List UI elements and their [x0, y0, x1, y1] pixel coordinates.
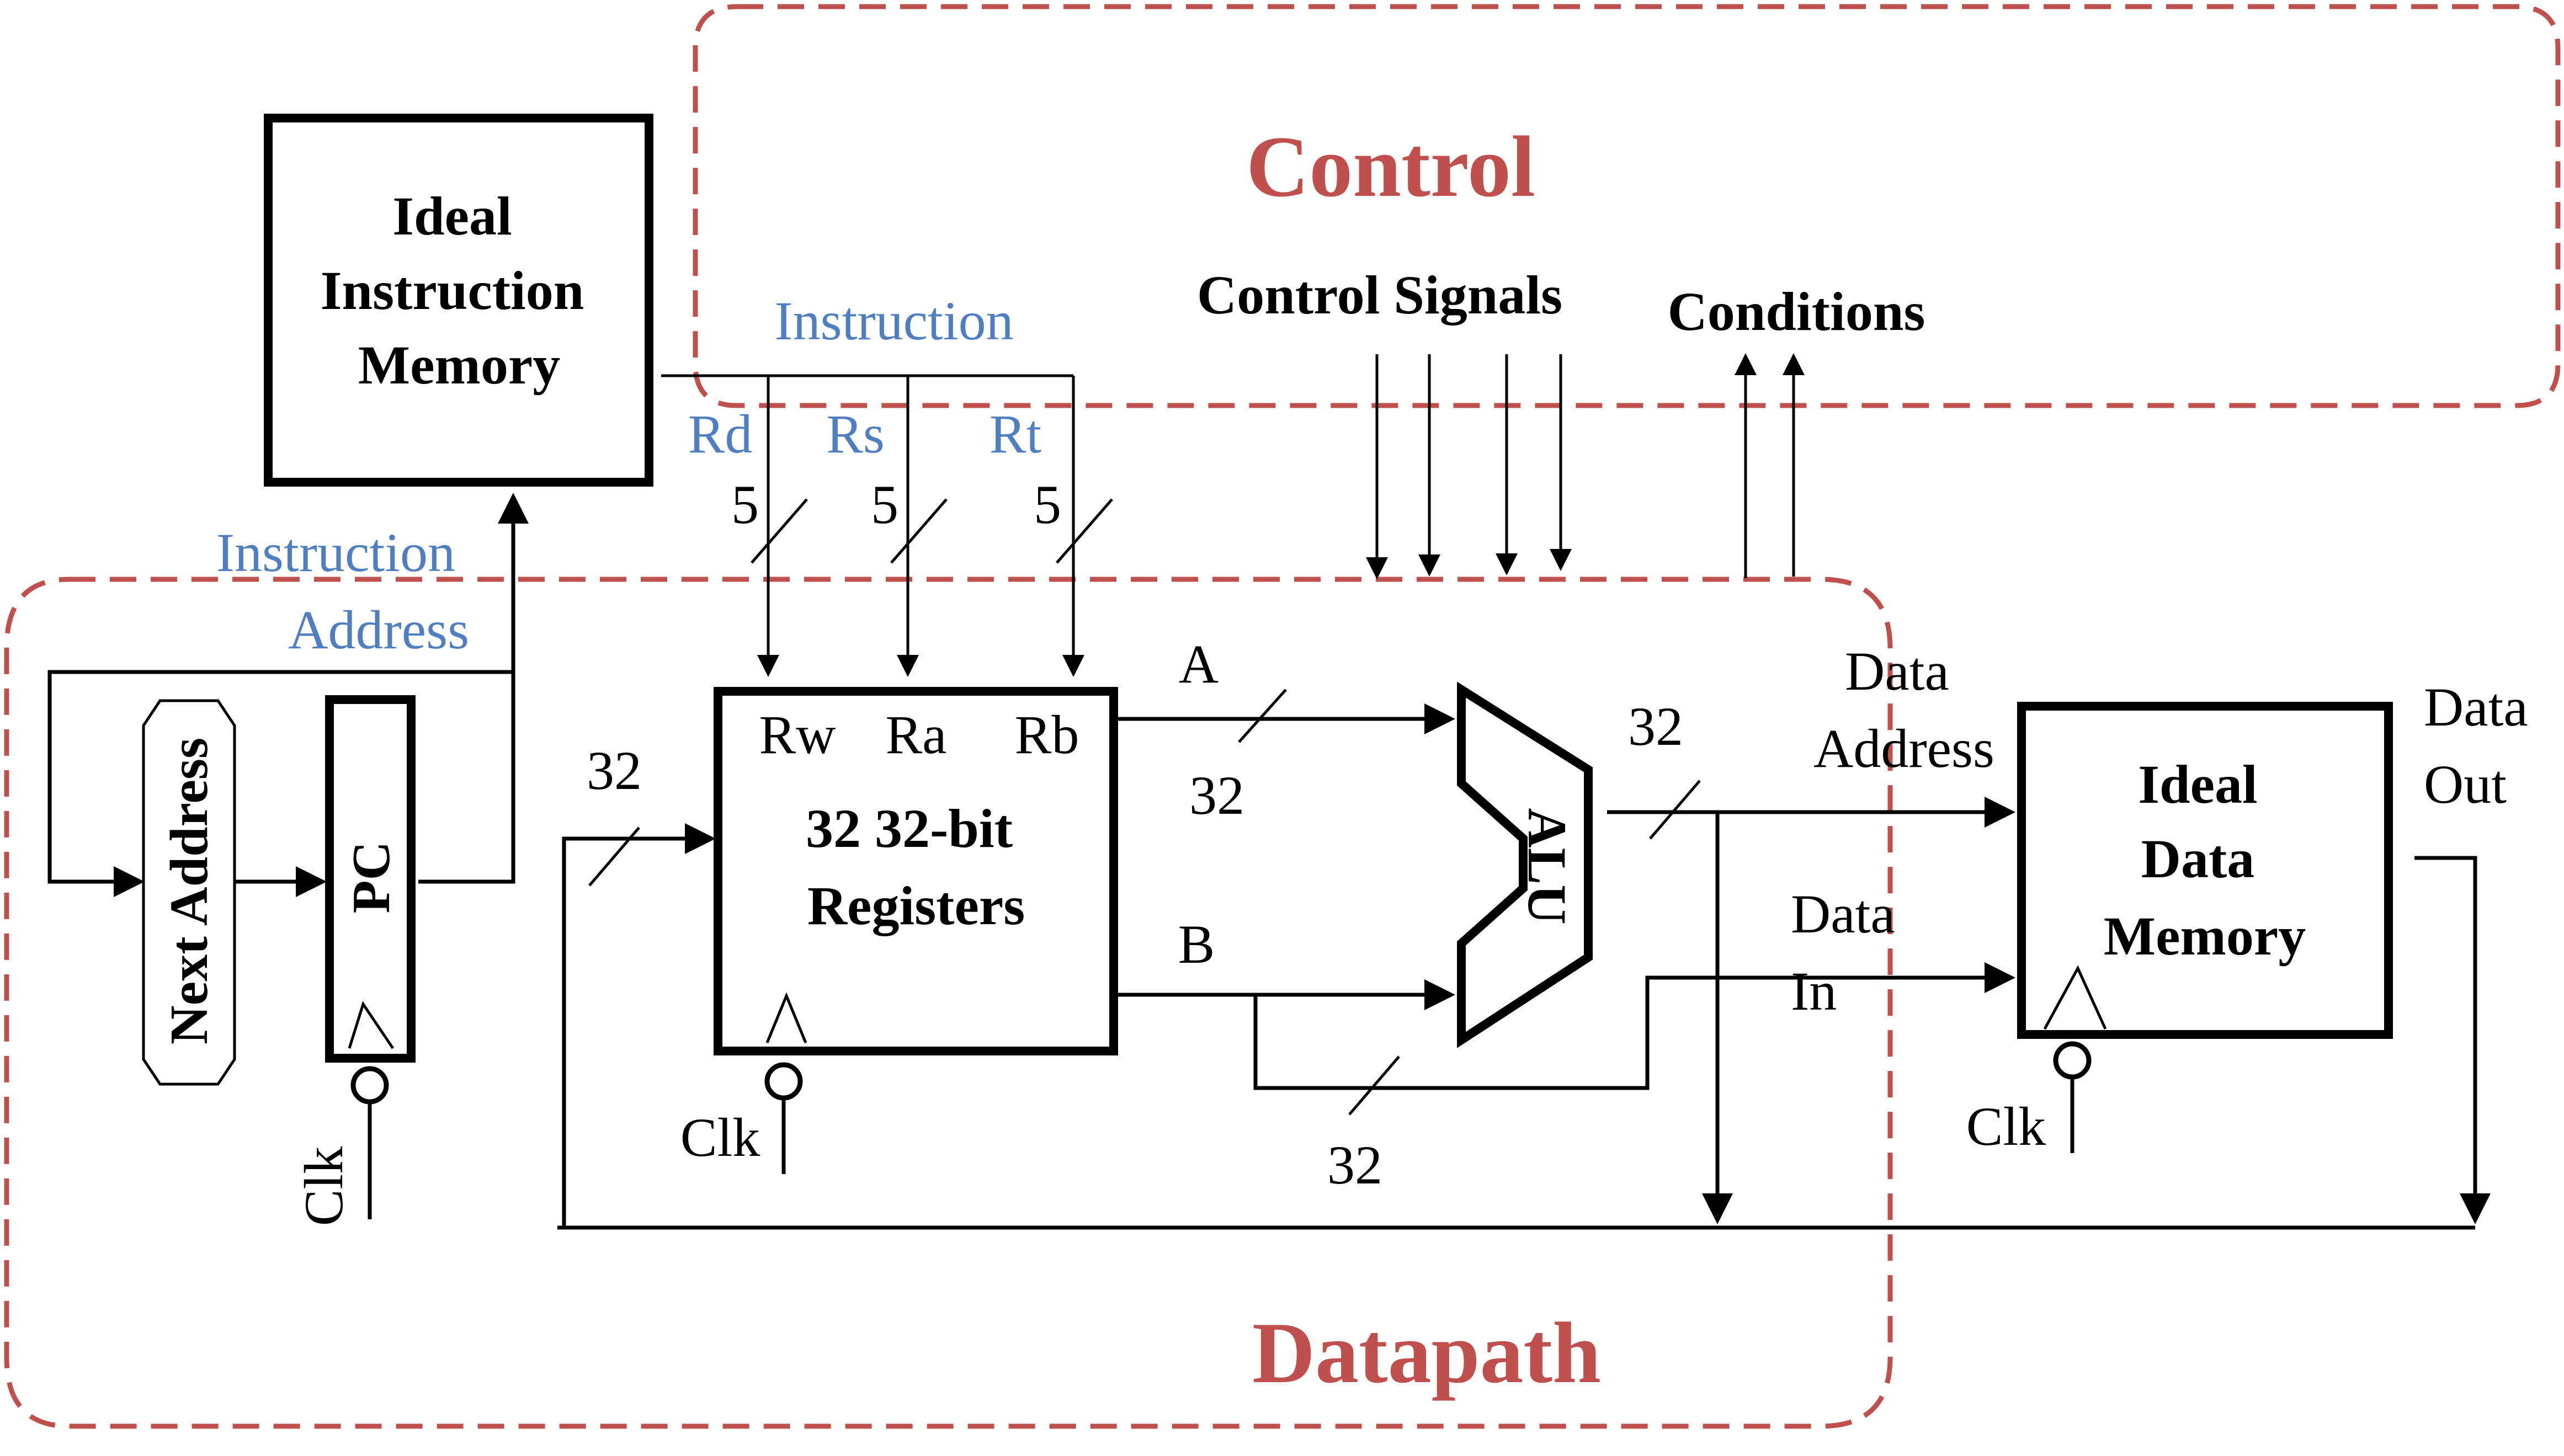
instruction-label: Instruction — [774, 290, 1013, 351]
next-address-label: Next Address — [159, 738, 219, 1044]
alu-output-width-label: 32 — [1628, 696, 1683, 757]
instruction-memory-label: Ideal Instruction Memory — [321, 185, 598, 396]
rd-label: Rd — [688, 403, 753, 465]
port-ra-label: Ra — [885, 704, 946, 765]
rd-width-slash — [751, 498, 808, 564]
pc-block — [325, 695, 416, 1063]
a-label: A — [1179, 633, 1219, 695]
register-clk-label: Clk — [680, 1107, 760, 1168]
register-clock-bubble — [764, 1062, 803, 1101]
b-label: B — [1178, 914, 1215, 975]
register-file-block — [714, 687, 1118, 1055]
instruction-memory-block — [264, 114, 653, 487]
port-rw-label: Rw — [759, 704, 836, 765]
alu-label: ALU — [1517, 808, 1578, 924]
data-out-wire — [2414, 856, 2491, 1224]
pc-clock-bubble — [350, 1066, 389, 1105]
datapath-region-title: Datapath — [1252, 1305, 1601, 1401]
port-rb-label: Rb — [1015, 704, 1079, 765]
b-width-slash — [1348, 1055, 1400, 1116]
data-memory-clock-bubble — [2053, 1041, 2092, 1080]
pc-to-instruction-memory-wire — [418, 493, 529, 884]
rt-width-label: 5 — [1034, 474, 1061, 535]
alu-block — [1457, 681, 1593, 1048]
control-region-title: Control — [1246, 119, 1535, 215]
b-width-label: 32 — [1327, 1134, 1382, 1196]
control-region-border — [693, 4, 2561, 408]
data-out-label: Data Out — [2424, 676, 2542, 815]
write-back-bus — [557, 823, 716, 1230]
write-back-width-slash — [588, 826, 640, 887]
data-memory-clk-label: Clk — [1966, 1096, 2046, 1157]
rs-width-label: 5 — [871, 474, 898, 535]
rs-width-slash — [890, 498, 948, 564]
pc-feedback-wire — [47, 670, 513, 897]
conditions-label: Conditions — [1668, 281, 1925, 342]
data-memory-clock-edge — [2043, 965, 2107, 1030]
a-width-label: 32 — [1189, 765, 1244, 826]
control-signals-label: Control Signals — [1197, 264, 1562, 326]
rt-width-slash — [1056, 498, 1113, 564]
rs-label: Rs — [826, 403, 885, 465]
write-back-width-label: 32 — [587, 740, 642, 801]
register-file-label: 32 32-bit Registers — [806, 798, 1026, 936]
datapath-region-border — [4, 577, 1893, 1429]
data-memory-label: Ideal Data Memory — [2104, 754, 2306, 967]
register-clock-edge — [765, 992, 807, 1043]
rd-width-label: 5 — [731, 474, 759, 535]
b-to-data-in-bus — [1253, 962, 2015, 1090]
pc-label: PC — [342, 841, 401, 914]
next-address-block — [142, 699, 236, 1086]
a-width-slash — [1238, 689, 1287, 743]
pc-clk-label: Clk — [293, 1146, 354, 1226]
pc-clock-edge — [348, 1001, 395, 1049]
data-in-label: Data In — [1791, 883, 1909, 1022]
data-address-label: Data Address — [1813, 641, 1994, 779]
instruction-address-label: Instruction Address — [216, 522, 469, 660]
rt-label: Rt — [990, 403, 1042, 465]
alu-output-width-slash — [1649, 780, 1701, 840]
